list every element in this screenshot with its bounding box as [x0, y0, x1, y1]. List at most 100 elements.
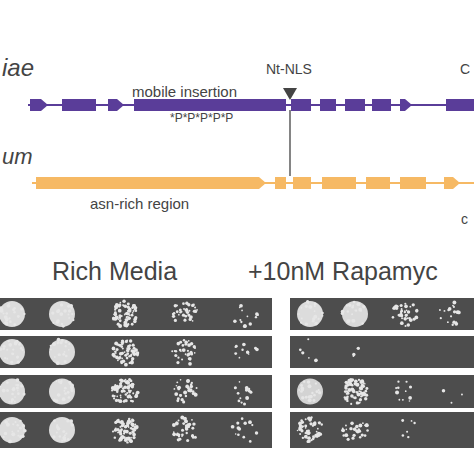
colony-dot [356, 430, 360, 434]
colony-dot [119, 302, 121, 304]
colony-dot [194, 393, 198, 397]
exon-block [320, 99, 336, 111]
colony-dot [17, 392, 20, 395]
colony-dot [133, 352, 137, 356]
exon-block [36, 177, 244, 189]
colony-dot [236, 422, 239, 425]
colony-dot [407, 436, 409, 438]
colony-dot [344, 390, 347, 393]
colony-dot [186, 380, 189, 383]
colony-dot [70, 307, 72, 309]
colony-dot [14, 401, 16, 403]
colony-dot [352, 434, 355, 437]
colony-dot [178, 314, 180, 316]
colony-dot [13, 311, 15, 313]
colony-dot [314, 305, 316, 307]
colony-dot [175, 350, 178, 353]
colony-dot [21, 424, 25, 428]
colony-dot [123, 385, 127, 389]
colony-dot [184, 315, 187, 318]
colony-dot [192, 320, 194, 322]
colony-dot [243, 403, 246, 406]
colony-dot [12, 388, 16, 392]
colony-dot [345, 429, 347, 431]
colony-dot [192, 422, 195, 425]
colony-dot [402, 399, 404, 401]
colony-dot [14, 341, 18, 345]
colony-dot [16, 386, 19, 389]
exon-block [293, 177, 311, 189]
colony-dot [401, 419, 404, 422]
colony-dot [124, 351, 126, 353]
colony-dot [231, 425, 235, 429]
colony-dot [68, 343, 70, 345]
colony-dot [351, 437, 354, 440]
exon-block [400, 177, 426, 189]
colony-dot [308, 384, 312, 388]
colony-dot [312, 435, 315, 438]
colony-dot [361, 385, 365, 389]
colony-dot [341, 429, 344, 432]
exon-block [345, 99, 365, 111]
exon-block [134, 99, 286, 111]
colony-dot [116, 344, 118, 346]
colony-dot [298, 313, 300, 315]
orange-gene [32, 177, 474, 189]
colony-dot [20, 347, 22, 349]
colony-dot [177, 386, 181, 390]
plate-strip [290, 336, 474, 368]
colony-dot [176, 310, 179, 313]
colony-spot [0, 339, 25, 365]
colony-dot [62, 325, 64, 327]
colony-dot [64, 387, 67, 390]
colony-dot [405, 314, 408, 317]
colony-dot [22, 393, 25, 396]
colony-dot [118, 399, 122, 403]
colony-dot [362, 305, 365, 308]
colony-dot [239, 397, 241, 399]
colony-dot [257, 314, 259, 316]
colony-dot [237, 426, 241, 430]
colony-dot [193, 345, 196, 348]
colony-dot [181, 436, 183, 438]
colony-dot [355, 425, 359, 429]
colony-dot [180, 415, 184, 419]
colony-dot [131, 383, 135, 387]
colony-dot [246, 351, 249, 354]
colony-spot [49, 417, 75, 443]
colony-dot [127, 313, 130, 316]
colony-dot [361, 433, 364, 436]
colony-dot [241, 417, 244, 420]
colony-dot [126, 316, 128, 318]
colony-dot [111, 386, 115, 390]
colony-dot [19, 427, 22, 430]
colony-dot [17, 435, 19, 437]
colony-dot [2, 345, 5, 348]
label-holder: *P*P*P*P*P [170, 112, 233, 125]
colony-dot [133, 429, 136, 432]
colony-dot [55, 399, 58, 402]
colony-dot [65, 341, 68, 344]
colony-dot [132, 351, 135, 354]
colony-dot [125, 393, 128, 396]
colony-dot [448, 307, 452, 311]
colony-dot [239, 357, 241, 359]
colony-dot [404, 303, 406, 305]
colony-dot [126, 381, 130, 385]
colony-dot [6, 389, 9, 392]
colony-dot [120, 420, 124, 424]
colony-dot [63, 309, 67, 313]
colony-dot [183, 308, 185, 310]
colony-dot [360, 379, 364, 383]
colony-dot [64, 418, 66, 420]
label-holder: Nt-NLS [266, 62, 312, 77]
colony-dot [397, 386, 400, 389]
colony-dot [18, 343, 21, 346]
colony-dot [238, 427, 242, 431]
colony-dot [112, 317, 115, 320]
colony-dot [119, 352, 123, 356]
colony-dot [444, 310, 446, 312]
colony-dot [409, 400, 411, 402]
colony-dot [401, 317, 403, 319]
colony-dot [237, 433, 240, 436]
